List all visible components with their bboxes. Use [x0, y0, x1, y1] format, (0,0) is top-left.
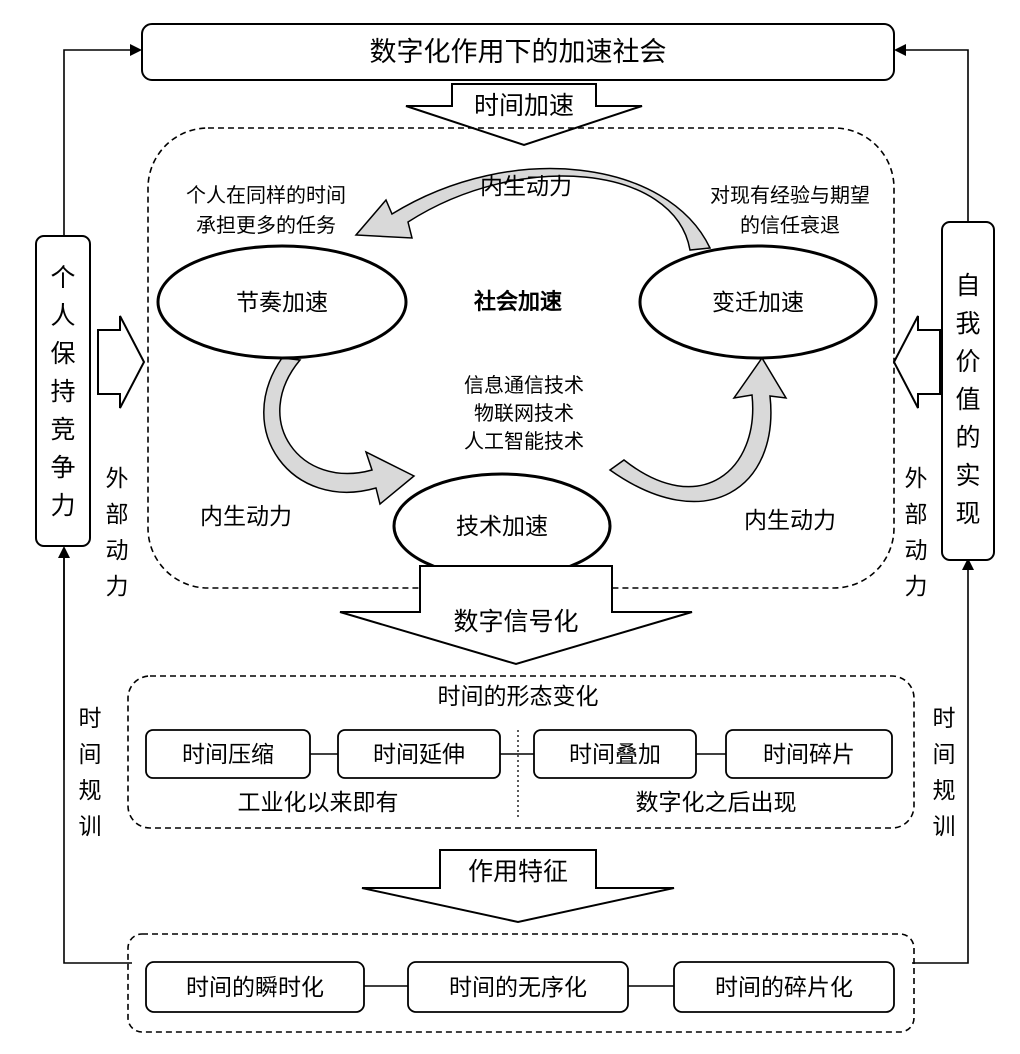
endogenous-top: 内生动力 — [480, 174, 572, 200]
right-up-line — [894, 44, 969, 222]
social-acceleration-region — [147, 127, 895, 589]
features-region — [127, 933, 915, 1033]
external-right-char: 外 — [905, 466, 928, 492]
change-ellipse — [638, 244, 878, 360]
arrow-change-to-rhythm — [354, 167, 712, 251]
form-item-box — [145, 729, 311, 779]
form-change-title: 时间的形态变化 — [438, 684, 599, 710]
endogenous-left: 内生动力 — [200, 504, 292, 530]
digital-signal-arrow — [339, 565, 693, 666]
time-accel-arrow — [405, 83, 643, 147]
right-side-text: 自 我 价 值 的 实 现 — [955, 271, 980, 528]
external-right-char: 力 — [905, 574, 928, 600]
form-item-compress: 时间压缩 — [182, 742, 274, 768]
left-up-line — [63, 44, 142, 235]
discipline-left-char: 规 — [79, 778, 102, 804]
discipline-left-char: 时 — [79, 706, 102, 732]
left-side-char: 个 — [50, 263, 75, 292]
center-label: 社会加速 — [474, 289, 562, 315]
discipline-left-text: 时 间 规 训 — [79, 706, 102, 840]
left-side-box — [35, 235, 91, 547]
external-left-char: 部 — [106, 502, 129, 528]
right-side-char: 值 — [955, 385, 980, 414]
form-item-box — [337, 729, 501, 779]
discipline-right-char: 训 — [933, 814, 956, 840]
feature-box — [673, 961, 895, 1013]
note-right-line2: 的信任衰退 — [740, 213, 840, 237]
rhythm-label: 节奏加速 — [236, 290, 328, 316]
form-item-overlay: 时间叠加 — [569, 742, 661, 768]
top-box — [141, 23, 895, 81]
tech-list-2: 物联网技术 — [474, 401, 574, 425]
discipline-left-char: 间 — [79, 742, 102, 768]
form-change-connectors — [310, 730, 726, 818]
arrow-rhythm-to-tech — [263, 357, 416, 506]
external-right-char: 部 — [905, 502, 928, 528]
left-external-arrow — [97, 315, 146, 409]
endogenous-right: 内生动力 — [744, 508, 836, 534]
right-side-char: 现 — [955, 499, 980, 528]
left-side-char: 保 — [50, 339, 75, 368]
external-right-char: 动 — [905, 538, 928, 564]
feature-disorder: 时间的无序化 — [449, 975, 587, 1001]
discipline-left-char: 训 — [79, 814, 102, 840]
form-item-box — [533, 729, 697, 779]
feature-box — [407, 961, 629, 1013]
feature-fragment: 时间的碎片化 — [715, 975, 853, 1001]
right-side-char: 自 — [955, 271, 980, 300]
digital-signal-label: 数字信号化 — [453, 607, 578, 636]
right-side-char: 的 — [955, 423, 980, 452]
form-item-extend: 时间延伸 — [373, 742, 465, 768]
left-side-char: 力 — [50, 491, 75, 520]
left-side-text: 个 人 保 持 竞 争 力 — [50, 263, 75, 520]
note-left-line1: 个人在同样的时间 — [186, 183, 346, 207]
left-side-char: 竞 — [50, 415, 75, 444]
form-change-region — [127, 675, 915, 829]
feature-box — [145, 961, 365, 1013]
left-side-char: 人 — [50, 301, 75, 330]
change-label: 变迁加速 — [712, 290, 804, 316]
top-box-label: 数字化作用下的加速社会 — [370, 37, 667, 68]
external-left-char: 动 — [106, 538, 129, 564]
external-right-text: 外 部 动 力 — [905, 466, 928, 600]
cycle-arrows — [263, 167, 788, 506]
caption-digital: 数字化之后出现 — [636, 790, 797, 816]
external-left-char: 外 — [106, 466, 129, 492]
left-side-char: 争 — [50, 453, 75, 482]
external-left-text: 外 部 动 力 — [106, 466, 129, 600]
form-item-fragment: 时间碎片 — [763, 742, 855, 768]
right-external-arrow — [892, 315, 941, 409]
form-item-box — [725, 729, 893, 779]
effect-arrow — [361, 849, 675, 924]
left-side-char: 持 — [50, 377, 75, 406]
right-side-box — [941, 221, 995, 561]
discipline-right-text: 时 间 规 训 — [933, 706, 956, 840]
right-side-char: 实 — [955, 461, 980, 490]
note-right-line1: 对现有经验与期望 — [710, 183, 870, 207]
feature-instant: 时间的瞬时化 — [186, 975, 324, 1001]
feedback-lines — [58, 44, 974, 964]
tech-list-1: 信息通信技术 — [464, 373, 584, 397]
tech-list-3: 人工智能技术 — [464, 429, 584, 453]
arrow-tech-to-change — [608, 356, 788, 503]
right-return-line — [912, 558, 974, 964]
discipline-right-char: 间 — [933, 742, 956, 768]
right-side-char: 我 — [955, 309, 980, 338]
discipline-right-char: 时 — [933, 706, 956, 732]
right-side-char: 价 — [955, 347, 980, 376]
discipline-right-char: 规 — [933, 778, 956, 804]
note-left-line2: 承担更多的任务 — [196, 213, 336, 237]
caption-industrial: 工业化以来即有 — [238, 790, 399, 816]
tech-label: 技术加速 — [456, 514, 548, 540]
external-left-char: 力 — [106, 574, 129, 600]
time-accel-label: 时间加速 — [474, 91, 574, 120]
rhythm-ellipse — [156, 244, 408, 360]
effect-label: 作用特征 — [468, 857, 568, 886]
